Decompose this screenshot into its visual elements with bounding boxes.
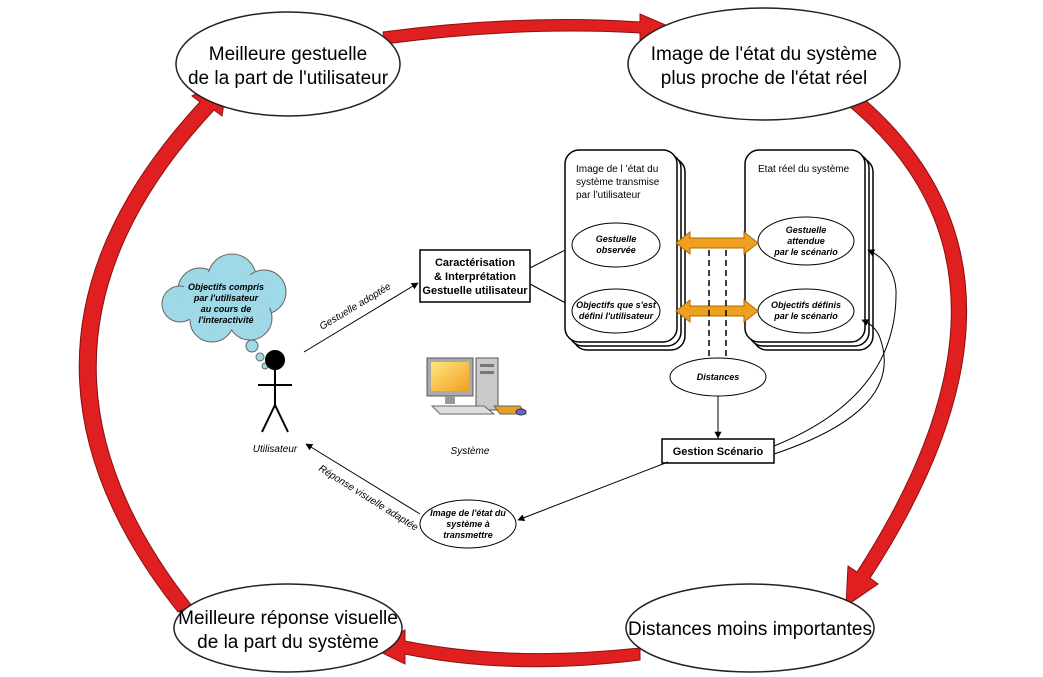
- gesture-observed-text-2: observée: [596, 245, 636, 255]
- image-to-transmit-node: Image de l'état du système à transmettre: [419, 499, 517, 549]
- right-panel: Etat réel du système Gestuelle attendue …: [744, 149, 874, 351]
- characterisation-text-3: Gestuelle utilisateur: [422, 285, 528, 297]
- right-panel-title: Etat réel du système: [758, 164, 850, 175]
- expected-gesture-text-2: attendue: [787, 236, 825, 246]
- computer-icon: [426, 357, 527, 416]
- cycle-arrow-left: [78, 75, 229, 613]
- thought-text-1: Objectifs compris: [188, 282, 264, 292]
- expected-gesture-text-3: par le scénario: [773, 247, 838, 257]
- cycle-text-bottom-left-2: de la part du système: [197, 632, 379, 653]
- visual-response-label: Réponse visuelle adaptée: [316, 463, 420, 534]
- cycle-node-bottom-right: Distances moins importantes: [625, 583, 875, 673]
- thought-text-4: l'interactivité: [198, 315, 253, 325]
- gesture-observed-text-1: Gestuelle: [596, 234, 637, 244]
- scenario-feedback-objectives: [773, 319, 885, 455]
- gesture-label: Gestuelle adoptée: [318, 281, 394, 332]
- expected-gesture-text-1: Gestuelle: [786, 225, 827, 235]
- characterisation-text-1: Caractérisation: [435, 257, 515, 269]
- cycle-text-top-left-1: Meilleure gestuelle: [209, 44, 367, 65]
- gesture-arrow: [303, 282, 419, 353]
- defined-objectives-text-1: Objectifs définis: [771, 300, 841, 310]
- system-label: Système: [451, 446, 490, 457]
- characterisation-box: Caractérisation & Interprétation Gestuel…: [419, 249, 531, 303]
- orange-double-arrows: [675, 230, 759, 324]
- cycle-arrow-top: [382, 13, 670, 45]
- cycle-text-bottom-right: Distances moins importantes: [628, 619, 872, 640]
- left-panel-title-3: par l’utilisateur: [576, 190, 641, 201]
- orange-arrow-gesture: [675, 230, 759, 256]
- distances-text: Distances: [697, 372, 740, 382]
- orange-arrow-objectives: [675, 298, 759, 324]
- image-to-transmit-text-1: Image de l'état du: [430, 508, 506, 518]
- left-panel-title-2: système transmise: [576, 177, 660, 188]
- cycle-node-top-left: Meilleure gestuelle de la part de l'util…: [175, 11, 401, 117]
- scenario-text: Gestion Scénario: [673, 446, 764, 458]
- cycle-text-top-right-2: plus proche de l'état réel: [661, 68, 867, 89]
- user-label: Utilisateur: [253, 444, 298, 455]
- image-to-transmit-text-3: transmettre: [443, 530, 493, 540]
- cycle-arrow-bottom: [370, 629, 641, 668]
- defined-objectives-text-2: par le scénario: [773, 311, 838, 321]
- scenario-to-image-arrow: [517, 461, 669, 521]
- cycle-node-top-right: Image de l'état du système plus proche d…: [627, 7, 901, 121]
- left-panel-title-1: Image de l ’état du: [576, 164, 658, 175]
- scenario-box: Gestion Scénario: [661, 438, 775, 464]
- scenario-feedback-gesture: [773, 249, 897, 447]
- thought-text-3: au cours de: [201, 304, 252, 314]
- cycle-text-bottom-left-1: Meilleure réponse visuelle: [178, 608, 398, 629]
- cycle-text-top-right-1: Image de l'état du système: [651, 44, 877, 65]
- distances-node: Distances: [669, 357, 767, 397]
- visual-response-arrow: [305, 443, 421, 515]
- characterisation-text-2: & Interprétation: [434, 271, 516, 283]
- cycle-text-top-left-2: de la part de l'utilisateur: [188, 68, 389, 89]
- image-to-transmit-text-2: système à: [446, 519, 490, 529]
- cycle-node-bottom-left: Meilleure réponse visuelle de la part du…: [173, 583, 403, 673]
- left-panel: Image de l ’état du système transmise pa…: [564, 149, 686, 351]
- user-stick-figure-icon: [258, 350, 292, 433]
- thought-text-2: par l'utilisateur: [193, 293, 259, 303]
- user-objectives-text-2: défini l'utilisateur: [579, 311, 654, 321]
- user-objectives-text-1: Objectifs que s'est: [576, 300, 657, 310]
- thought-cloud: Objectifs compris par l'utilisateur au c…: [161, 253, 287, 370]
